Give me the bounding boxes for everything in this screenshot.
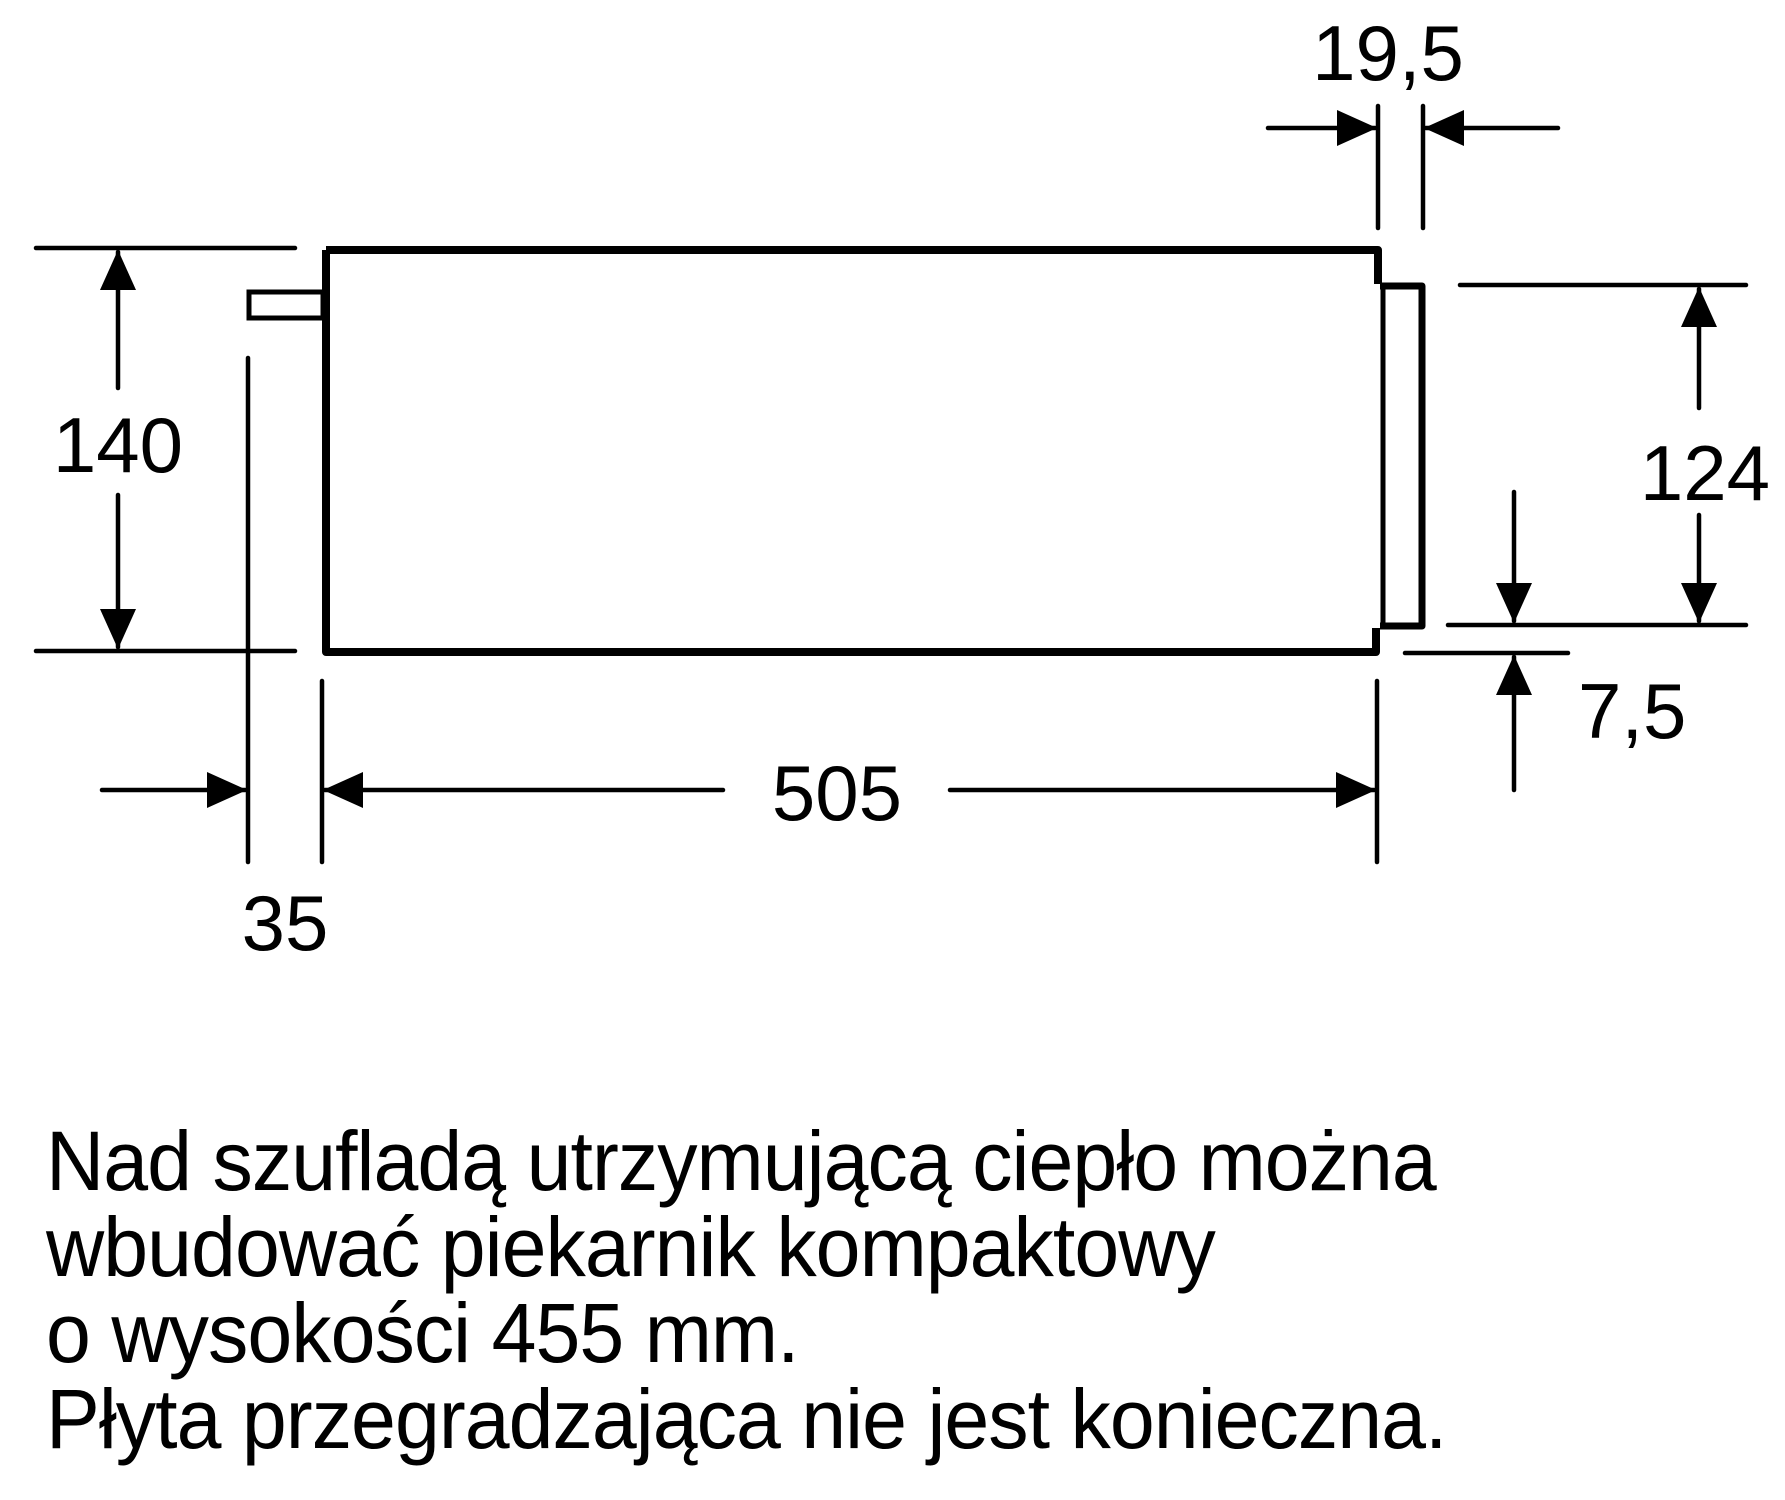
dimension-19-5 — [1265, 103, 1561, 231]
note-line-2: wbudować piekarnik kompaktowy — [46, 1200, 1216, 1294]
installation-note: Nad szufladą utrzymującą ciepło można wb… — [46, 1114, 1447, 1466]
dimension-label-19-5: 19,5 — [1312, 9, 1464, 97]
dimension-label-35: 35 — [242, 879, 329, 967]
dimension-7-5 — [1402, 489, 1571, 793]
dimension-124 — [1445, 282, 1749, 628]
extension-lines-left — [245, 355, 325, 865]
drawer-body — [322, 246, 1426, 656]
dimension-label-7-5: 7,5 — [1578, 667, 1686, 755]
note-line-3: o wysokości 455 mm. — [46, 1286, 800, 1380]
rear-stub — [246, 289, 326, 321]
dimension-140 — [33, 245, 298, 654]
dimension-label-505: 505 — [772, 749, 902, 837]
note-line-1: Nad szufladą utrzymującą ciepło można — [46, 1114, 1437, 1208]
dimension-label-124: 124 — [1640, 429, 1770, 517]
dimension-label-140: 140 — [53, 401, 183, 489]
note-line-4: Płyta przegradzająca nie jest konieczna. — [46, 1372, 1447, 1466]
dimension-505 — [322, 678, 1380, 865]
